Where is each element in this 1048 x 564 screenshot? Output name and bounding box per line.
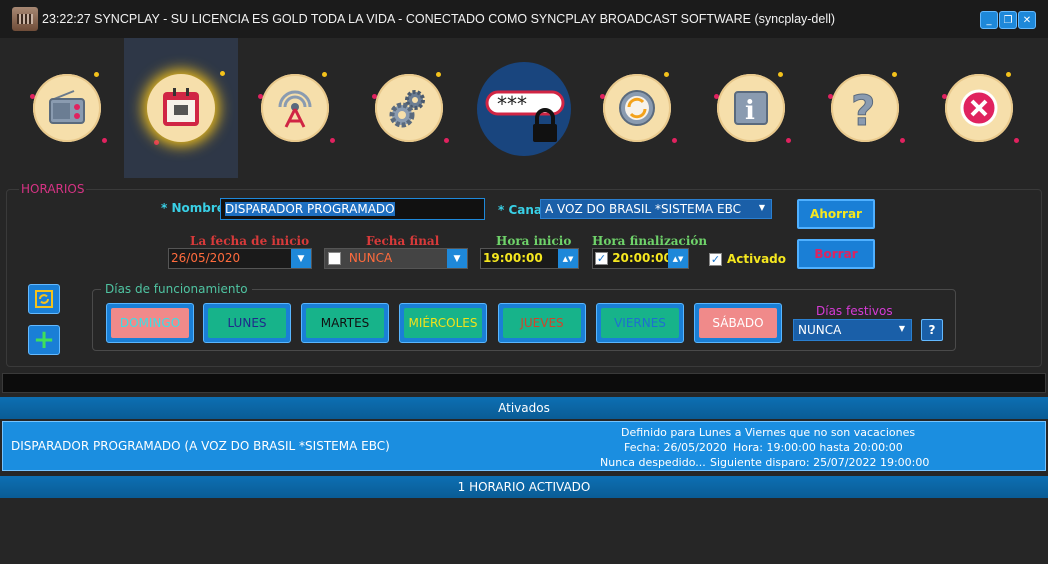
festivos-help-button[interactable]: ? — [921, 319, 943, 341]
fecha-inicio-picker[interactable]: 26/05/2020 ▼ — [168, 248, 312, 269]
day-domingo-button[interactable]: DOMINGO — [106, 303, 194, 343]
schedule-name: DISPARADOR PROGRAMADO (A VOZ DO BRASIL *… — [11, 439, 390, 453]
day-miercoles-button[interactable]: MIÉRCOLES — [399, 303, 487, 343]
svg-text:?: ? — [851, 86, 875, 131]
days-group: Días de funcionamiento — [92, 282, 956, 351]
fecha-final-value: NUNCA — [348, 251, 393, 265]
spinner-icon[interactable]: ▲▼ — [558, 249, 578, 268]
schedule-definition: Definido para Lunes a Viernes que no son… — [621, 426, 916, 439]
svg-text:***: *** — [497, 92, 527, 116]
canal-value: A VOZ DO BRASIL *SISTEMA EBC — [545, 202, 741, 216]
toolbar-password-button[interactable]: *** — [466, 38, 580, 178]
save-button[interactable]: Ahorrar — [797, 199, 875, 229]
day-martes-button[interactable]: MARTES — [301, 303, 389, 343]
toolbar-antenna-button[interactable] — [238, 38, 352, 178]
schedule-next-fire: Siguiente disparo: 25/07/2022 19:00:00 — [710, 456, 930, 469]
main-toolbar: *** i ? — [0, 38, 1048, 184]
day-label: MARTES — [306, 308, 384, 338]
info-icon: i — [717, 74, 785, 142]
hora-inicio-label: Hora inicio — [496, 234, 572, 248]
schedule-time: Hora: 19:00:00 hasta 20:00:00 — [733, 441, 903, 454]
nombre-value: DISPARADOR PROGRAMADO — [225, 202, 395, 216]
fecha-final-checkbox[interactable] — [328, 252, 341, 265]
radio-icon — [33, 74, 101, 142]
help-icon: ? — [831, 74, 899, 142]
section-legend: HORARIOS — [19, 182, 87, 196]
canal-label: * Canal — [498, 203, 547, 217]
day-label: MIÉRCOLES — [404, 308, 482, 338]
refresh-icon — [35, 290, 53, 308]
gears-icon — [375, 74, 443, 142]
festivos-value: NUNCA — [798, 323, 842, 337]
hora-final-checkbox[interactable]: ✓ — [595, 252, 608, 265]
day-label: VIERNES — [601, 308, 679, 338]
day-jueves-button[interactable]: JUEVES — [498, 303, 586, 343]
festivos-select[interactable]: NUNCA ▼ — [793, 319, 912, 341]
refresh-button[interactable] — [28, 284, 60, 314]
close-window-button[interactable]: ✕ — [1018, 11, 1036, 29]
activado-checkbox[interactable]: ✓ — [709, 253, 722, 266]
list-header: Ativados — [0, 397, 1048, 419]
day-label: DOMINGO — [111, 308, 189, 338]
toolbar-schedule-button[interactable] — [124, 38, 238, 178]
svg-text:i: i — [745, 96, 755, 126]
antenna-icon — [261, 74, 329, 142]
canal-select[interactable]: A VOZ DO BRASIL *SISTEMA EBC ▼ — [540, 199, 772, 219]
day-label: LUNES — [208, 308, 286, 338]
sync-icon — [603, 74, 671, 142]
hora-final-value: 20:00:00 — [612, 251, 672, 265]
dropdown-icon: ▼ — [291, 249, 311, 268]
toolbar-help-button[interactable]: ? — [808, 38, 922, 178]
maximize-button[interactable]: ❐ — [999, 11, 1017, 29]
nombre-input[interactable]: DISPARADOR PROGRAMADO — [220, 198, 485, 220]
schedule-row[interactable]: DISPARADOR PROGRAMADO (A VOZ DO BRASIL *… — [2, 421, 1046, 471]
activado-label: Activado — [727, 252, 787, 266]
window-title: 23:22:27 SYNCPLAY - SU LICENCIA ES GOLD … — [42, 12, 836, 26]
toolbar-info-button[interactable]: i — [694, 38, 808, 178]
delete-button[interactable]: Borrar — [797, 239, 875, 269]
calendar-icon — [147, 74, 215, 142]
title-bar: 23:22:27 SYNCPLAY - SU LICENCIA ES GOLD … — [0, 0, 1048, 38]
fecha-inicio-value: 26/05/2020 — [171, 251, 241, 265]
nombre-label: * Nombre — [161, 201, 225, 215]
hora-final-label: Hora finalización — [592, 234, 708, 248]
fecha-inicio-label: La fecha de inicio — [190, 234, 310, 248]
toolbar-settings-button[interactable] — [352, 38, 466, 178]
add-button[interactable]: + — [28, 325, 60, 355]
status-footer: 1 HORARIO ACTIVADO — [0, 476, 1048, 498]
day-label: JUEVES — [503, 308, 581, 338]
toolbar-radio-button[interactable] — [10, 38, 124, 178]
day-sabado-button[interactable]: SÁBADO — [694, 303, 782, 343]
festivos-label: Días festivos — [816, 304, 893, 318]
chevron-down-icon: ▼ — [758, 203, 765, 212]
app-radio-icon — [12, 7, 38, 31]
separator-bar — [2, 373, 1046, 393]
schedule-date: Fecha: 26/05/2020 — [624, 441, 727, 454]
minimize-button[interactable]: _ — [980, 11, 998, 29]
toolbar-sync-button[interactable] — [580, 38, 694, 178]
day-label: SÁBADO — [699, 308, 777, 338]
spinner-icon[interactable]: ▲▼ — [668, 249, 688, 268]
dropdown-icon: ▼ — [447, 249, 467, 268]
schedule-last-fired: Nunca despedido... — [600, 456, 706, 469]
fecha-final-picker[interactable]: NUNCA ▼ — [324, 248, 468, 269]
toolbar-exit-button[interactable] — [922, 38, 1036, 178]
fecha-final-label: Fecha final — [366, 234, 440, 248]
day-viernes-button[interactable]: VIERNES — [596, 303, 684, 343]
hora-final-stepper[interactable]: ✓ 20:00:00▲▼ — [592, 248, 689, 269]
chevron-down-icon: ▼ — [898, 324, 905, 333]
days-legend: Días de funcionamiento — [101, 282, 252, 296]
hora-inicio-value: 19:00:00 — [483, 251, 543, 265]
day-lunes-button[interactable]: LUNES — [203, 303, 291, 343]
horarios-section: HORARIOS — [6, 182, 1042, 367]
close-icon — [945, 74, 1013, 142]
password-lock-icon: *** — [477, 62, 571, 156]
hora-inicio-stepper[interactable]: 19:00:00 ▲▼ — [480, 248, 579, 269]
plus-icon: + — [33, 325, 55, 355]
